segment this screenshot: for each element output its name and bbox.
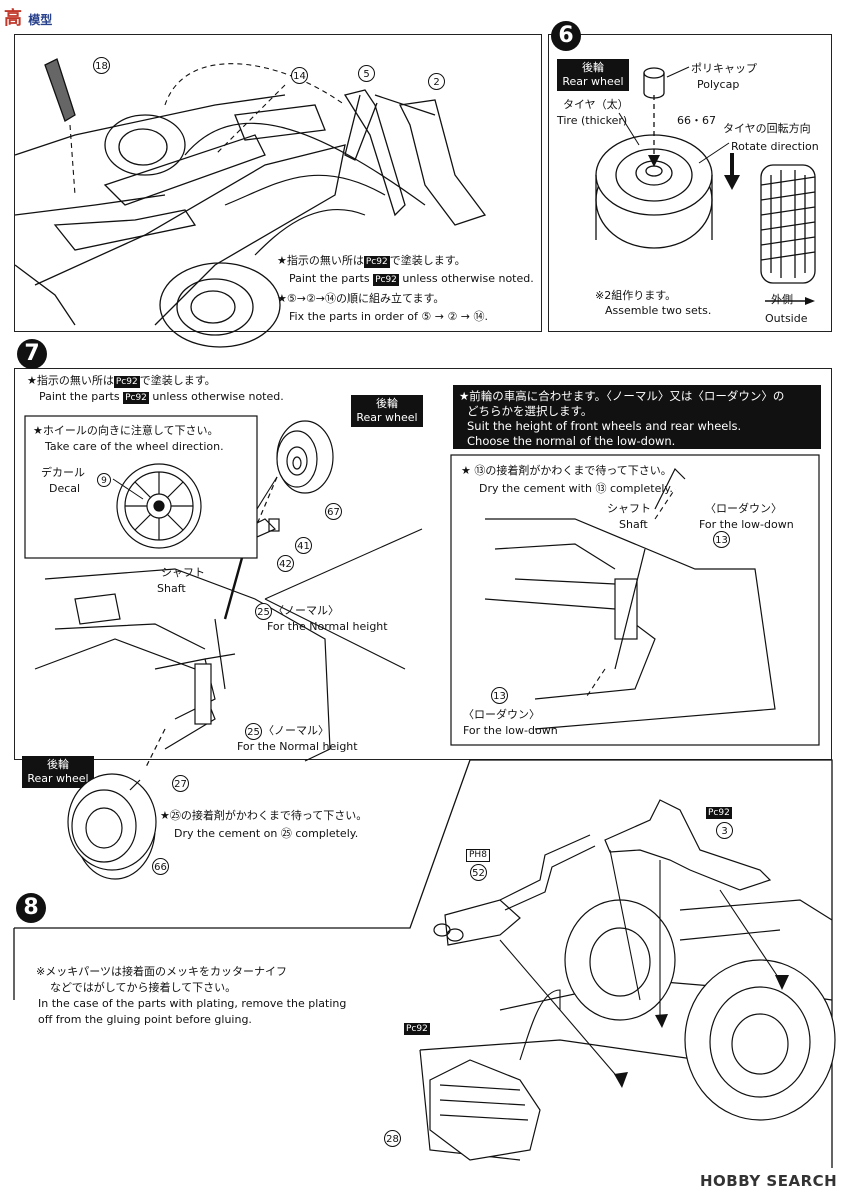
shaft2-en: Shaft [619,518,648,531]
tire-en: Tire (thicker) [557,114,628,127]
part-18-label: 18 [93,57,110,74]
step6-illustration [595,66,816,305]
hobby-search-watermark: HOBBY SEARCH [700,1172,838,1190]
step7-rear-wheel-badge-top: 後輪 Rear wheel [351,395,423,427]
part-42-label: 42 [277,555,294,572]
part52-plating-badge: PH8 [466,849,490,862]
part-67-label: 67 [325,503,342,520]
step8-number: 8 [16,893,46,923]
part-28-label: 28 [384,1130,401,1147]
step6-number: 6 [551,21,581,51]
rotate-jp: タイヤの回転方向 [723,122,811,135]
normal-en-b: For the Normal height [237,740,358,753]
plating-jp2: などではがしてから接着して下さい。 [50,981,237,994]
polycap-en: Polycap [697,78,740,91]
height-note-box: ★前輪の車高に合わせます。〈ノーマル〉又は〈ローダウン〉の どちらかを選択します… [453,385,821,449]
rotate-en: Rotate direction [731,140,819,153]
normal-en-a: For the Normal height [267,620,388,633]
part-41-label: 41 [295,537,312,554]
polycap-jp: ポリキャップ [691,62,757,75]
part3-pc-code: Pc92 [706,804,732,819]
step7-panel: 7 [14,339,832,880]
outside-en: Outside [765,312,808,325]
part28-pc-code: Pc92 [404,1020,430,1035]
parts-66-67: 66・67 [677,114,716,127]
part-25-label-a: 25 [255,603,272,620]
shaft2-jp: シャフト [607,502,651,515]
lowdown-en-a: For the low-down [699,518,794,531]
part-25-label-b: 25 [245,723,262,740]
part-13-label-a: 13 [713,531,730,548]
paint-code-badge-en: Pc92 [373,274,399,286]
wheel-direction-en: Take care of the wheel direction. [45,440,224,453]
part-27-label: 27 [172,775,189,792]
cement25-jp: ★㉕の接着剤がかわくまで待って下さい。 [160,809,368,822]
lowdown-en-b: For the low-down [463,724,558,737]
cement13-jp: ★ ⑬の接着剤がかわくまで待って下さい。 [461,464,672,477]
paint-code-badge: Pc92 [363,256,390,268]
step5-illustration [14,58,487,348]
step6-panel: 6 後輪 Rear wheel ポリキャップ Polycap タイヤ（太） Ti… [548,21,832,332]
cement13-en: Dry the cement with ⑬ completely. [479,482,673,495]
part28-paint-badge: Pc92 [404,1023,430,1035]
lowdown-jp-b: 〈ローダウン〉 [463,708,540,721]
step5-note1-en: Paint the parts Pc92 unless otherwise no… [289,272,534,286]
shaft-jp: シャフト [161,566,205,579]
part-14-label: 14 [291,67,308,84]
outside-jp: 外側 [771,293,793,306]
watermark-site: 模型 [28,13,53,27]
part52-ph-code: PH8 [466,846,490,862]
step7-paint-code-en: Pc92 [123,392,149,404]
normal-jp-a: 〈ノーマル〉 [273,604,339,617]
step7-number: 7 [17,339,47,369]
part-13-label-b: 13 [491,687,508,704]
step7-paint-code: Pc92 [113,376,140,388]
plating-en2: off from the gluing point before gluing. [38,1013,252,1026]
part-52-label: 52 [470,864,487,881]
sets-en: Assemble two sets. [605,304,712,317]
decal-en: Decal [49,482,81,495]
plating-jp1: ※メッキパーツは接着面のメッキをカッターナイフ [36,965,287,978]
part-9-label: 9 [97,473,111,487]
step7-paint-en: Paint the parts Pc92 unless otherwise no… [39,390,284,404]
step6-rear-wheel-badge: 後輪 Rear wheel [557,59,629,91]
part-3-label: 3 [716,822,733,839]
step5-note2-en: Fix the parts in order of ⑤ → ② → ⑭. [289,310,489,323]
watermark-logo: 高 模型 [4,4,52,30]
plating-en1: In the case of the parts with plating, r… [38,997,347,1010]
part-66-label: 66 [152,858,169,875]
step5-note2-jp: ★⑤→②→⑭の順に組み立てます。 [277,292,445,305]
watermark-cn: 高 [4,8,22,29]
normal-jp-b: 〈ノーマル〉 [263,724,329,737]
wheel-direction-jp: ★ホイールの向きに注意して下さい。 [33,424,219,437]
decal-jp: デカール [41,466,85,479]
lowdown-jp-a: 〈ローダウン〉 [705,502,782,515]
shaft-en: Shaft [157,582,186,595]
tire-jp: タイヤ（太） [563,98,629,111]
step7-rear-wheel-badge-bottom: 後輪 Rear wheel [22,756,94,788]
part-2-label: 2 [428,73,445,90]
part3-paint-badge: Pc92 [706,807,732,819]
sets-jp: ※2組作ります。 [595,289,677,302]
part-5-label: 5 [358,65,375,82]
cement25-en: Dry the cement on ㉕ completely. [174,827,359,840]
